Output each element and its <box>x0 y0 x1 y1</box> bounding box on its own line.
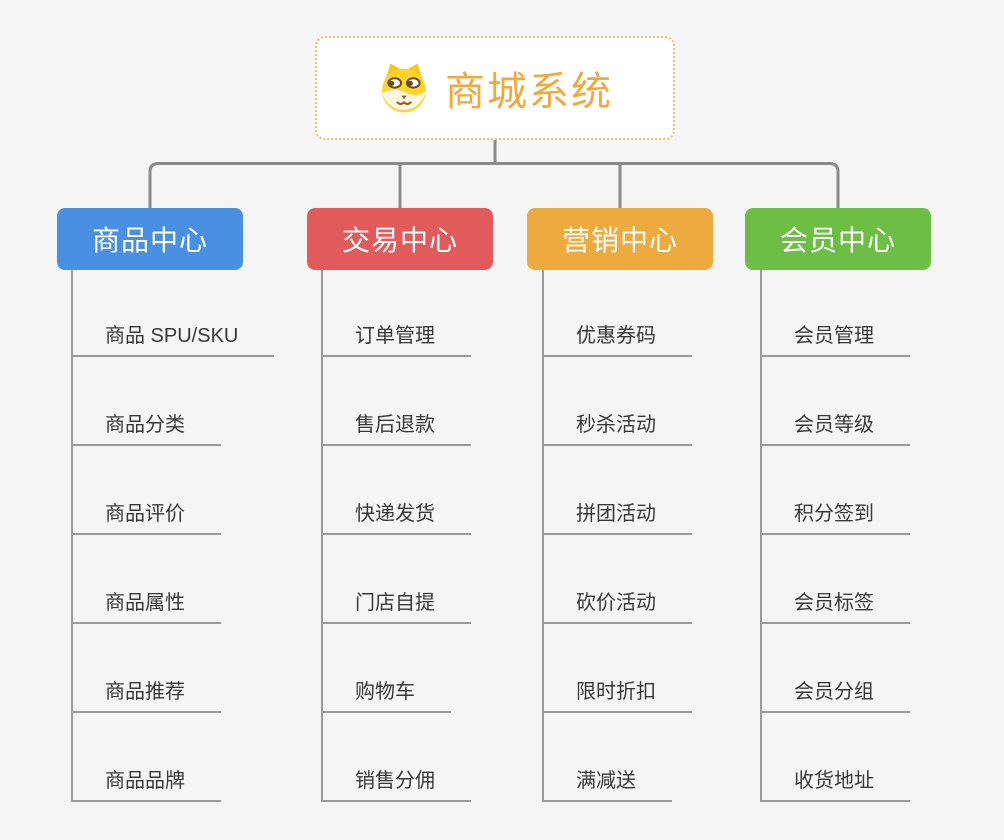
subtopic-limited-time-discount[interactable]: 限时折扣 <box>542 679 692 713</box>
branch-box-member-center[interactable]: 会员中心 <box>745 208 931 270</box>
subtopic-aftersale-refund[interactable]: 售后退款 <box>321 412 471 446</box>
subtopic-product-review[interactable]: 商品评价 <box>71 501 221 535</box>
root-title: 商城系统 <box>445 70 613 114</box>
subtopic-flash-sale[interactable]: 秒杀活动 <box>542 412 692 446</box>
branch-box-marketing-center[interactable]: 营销中心 <box>527 208 713 270</box>
subtopic-product-spu-sku[interactable]: 商品 SPU/SKU <box>71 323 275 357</box>
branch-trunk-line <box>321 270 323 800</box>
subtopic-order-management[interactable]: 订单管理 <box>321 323 471 357</box>
branch-box-product-center[interactable]: 商品中心 <box>57 208 243 270</box>
subtopic-bargain-activity[interactable]: 砍价活动 <box>542 590 692 624</box>
subtopic-shopping-cart[interactable]: 购物车 <box>321 679 451 713</box>
subtopic-shipping-address[interactable]: 收货地址 <box>760 768 910 802</box>
branch-trunk-line <box>542 270 544 800</box>
branch-trunk-line <box>71 270 73 800</box>
shiba-dog-icon <box>377 61 431 115</box>
root-node[interactable]: 商城系统 <box>315 36 675 140</box>
subtopic-points-checkin[interactable]: 积分签到 <box>760 501 910 535</box>
branch-box-trade-center[interactable]: 交易中心 <box>307 208 493 270</box>
subtopic-sales-commission[interactable]: 销售分佣 <box>321 768 471 802</box>
subtopic-member-management[interactable]: 会员管理 <box>760 323 910 357</box>
subtopic-product-brand[interactable]: 商品品牌 <box>71 768 221 802</box>
subtopic-member-group[interactable]: 会员分组 <box>760 679 910 713</box>
subtopic-member-level[interactable]: 会员等级 <box>760 412 910 446</box>
subtopic-group-buy[interactable]: 拼团活动 <box>542 501 692 535</box>
subtopic-store-pickup[interactable]: 门店自提 <box>321 590 471 624</box>
subtopic-full-reduction[interactable]: 满减送 <box>542 768 672 802</box>
subtopic-member-tag[interactable]: 会员标签 <box>760 590 910 624</box>
branch-trunk-line <box>760 270 762 800</box>
subtopic-product-attribute[interactable]: 商品属性 <box>71 590 221 624</box>
subtopic-product-recommend[interactable]: 商品推荐 <box>71 679 221 713</box>
subtopic-product-category[interactable]: 商品分类 <box>71 412 221 446</box>
subtopic-coupon-code[interactable]: 优惠券码 <box>542 323 692 357</box>
subtopic-express-delivery[interactable]: 快递发货 <box>321 501 471 535</box>
